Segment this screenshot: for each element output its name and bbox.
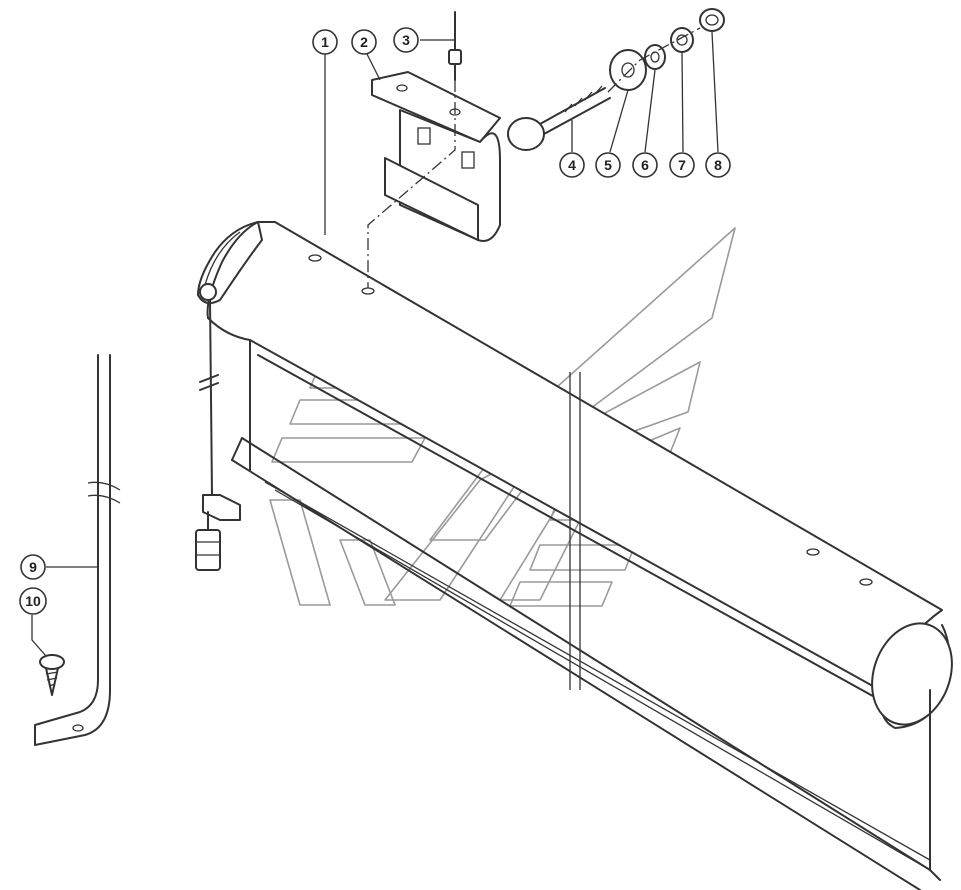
svg-text:5: 5 [604, 157, 612, 173]
svg-text:4: 4 [568, 157, 576, 173]
rivet [448, 11, 462, 81]
screen-bottom-bar [231, 437, 941, 890]
lock-nut [670, 27, 694, 53]
cap-nut [699, 8, 725, 32]
callout-1: 1 [312, 29, 338, 55]
callout-8: 8 [705, 152, 731, 178]
callout-6: 6 [632, 152, 658, 178]
svg-text:3: 3 [402, 32, 410, 48]
svg-text:10: 10 [25, 593, 41, 609]
callout-2: 2 [351, 29, 377, 55]
mounting-bracket [371, 71, 501, 242]
callout-10: 10 [19, 587, 47, 615]
screw [39, 654, 65, 696]
roller-housing [197, 221, 953, 729]
pull-cord [195, 283, 241, 571]
bolt [507, 85, 611, 151]
callout-7: 7 [669, 152, 695, 178]
assembly-lines [31, 27, 719, 657]
callout-9: 9 [20, 554, 46, 580]
svg-text:6: 6 [641, 157, 649, 173]
callout-5: 5 [595, 152, 621, 178]
svg-text:7: 7 [678, 157, 686, 173]
svg-text:2: 2 [360, 34, 368, 50]
svg-text:1: 1 [321, 34, 329, 50]
svg-text:8: 8 [714, 157, 722, 173]
support-rod [34, 354, 121, 746]
svg-text:9: 9 [29, 559, 37, 575]
callout-3: 3 [393, 27, 419, 53]
callout-4: 4 [559, 152, 585, 178]
